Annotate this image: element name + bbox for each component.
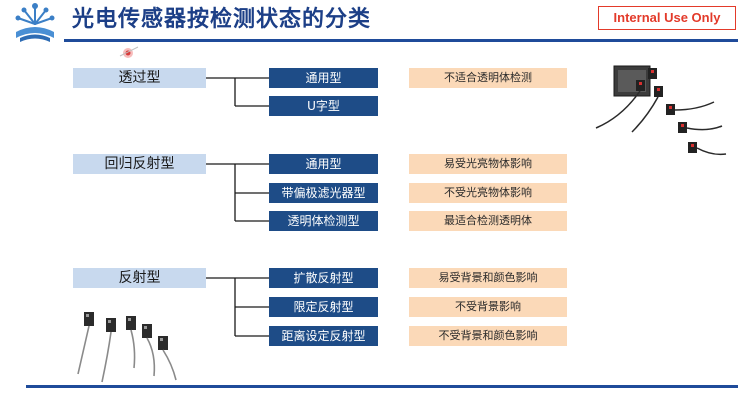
note-reflective-diffuse: 易受背景和颜色影响 — [409, 268, 567, 288]
subtype-retro-general: 通用型 — [269, 154, 378, 174]
subtype-reflective-diffuse: 扩散反射型 — [269, 268, 378, 288]
note-transmission-general: 不适合透明体检测 — [409, 68, 567, 88]
logo — [15, 3, 55, 42]
note-retro-polarizing: 不受光亮物体影响 — [409, 183, 567, 203]
note-reflective-limited: 不受背景影响 — [409, 297, 567, 317]
internal-use-badge: Internal Use Only — [598, 6, 736, 30]
category-retroreflective: 回归反射型 — [73, 154, 206, 174]
subtype-retro-transparent: 透明体检测型 — [269, 211, 378, 231]
subtype-transmission-general: 通用型 — [269, 68, 378, 88]
sensor-product-photo-top — [595, 65, 727, 156]
note-retro-general: 易受光亮物体影响 — [409, 154, 567, 174]
footer-divider — [26, 385, 738, 388]
subtype-reflective-distance: 距离设定反射型 — [269, 326, 378, 346]
subtype-retro-polarizing: 带偏极滤光器型 — [269, 183, 378, 203]
sensor-product-photo-bottom — [77, 312, 177, 383]
page-title: 光电传感器按检测状态的分类 — [72, 7, 372, 32]
subtype-transmission-u-shape: U字型 — [269, 96, 378, 116]
title-divider — [64, 39, 738, 42]
note-retro-transparent: 最适合检测透明体 — [409, 211, 567, 231]
category-transmission: 透过型 — [73, 68, 206, 88]
note-reflective-distance: 不受背景和颜色影响 — [409, 326, 567, 346]
subtype-reflective-limited: 限定反射型 — [269, 297, 378, 317]
category-reflective: 反射型 — [73, 268, 206, 288]
pointer-cursor-icon — [119, 46, 139, 58]
